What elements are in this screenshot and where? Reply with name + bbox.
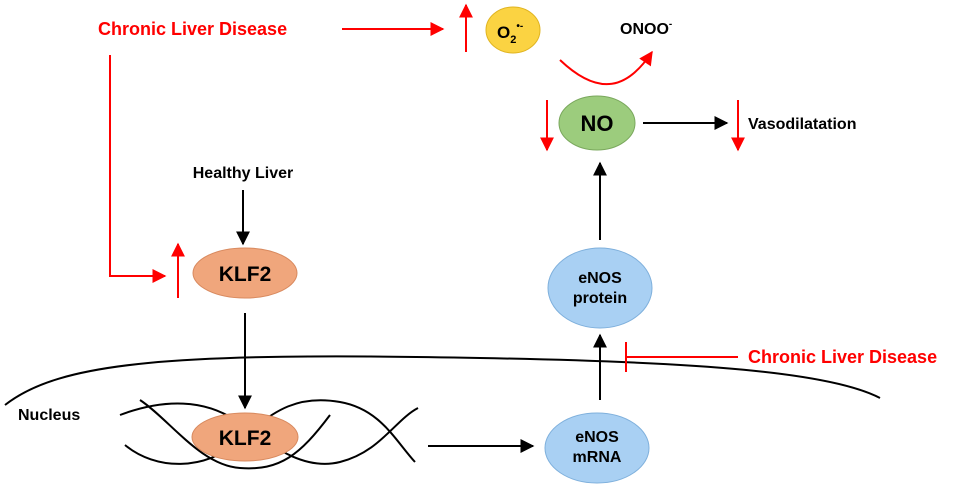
no-label: NO — [581, 111, 614, 136]
nucleus-label: Nucleus — [18, 407, 80, 424]
chronic-liver-disease-top-label: Chronic Liver Disease — [98, 19, 287, 39]
klf2-cytoplasm-label: KLF2 — [219, 263, 272, 286]
nucleus-envelope — [4, 355, 881, 406]
arrow-chronic-to-klf2 — [109, 55, 167, 283]
healthy-liver-label: Healthy Liver — [193, 165, 293, 182]
klf2-nucleus-label: KLF2 — [219, 427, 272, 450]
peroxynitrite-label: ONOO- — [620, 19, 672, 38]
klf2-nucleus-node — [191, 412, 299, 462]
chronic-liver-disease-right-label: Chronic Liver Disease — [748, 347, 937, 367]
no-node — [558, 95, 636, 151]
enos-mrna-node — [544, 412, 650, 484]
klf2-cytoplasm-node — [192, 247, 298, 299]
arrow-superoxide-to-peroxynitrite — [559, 50, 653, 86]
superoxide-label: O2•- — [497, 21, 523, 46]
superoxide-node — [485, 6, 541, 54]
enos-protein-node — [547, 247, 653, 329]
vasodilatation-label: Vasodilatation — [748, 116, 856, 133]
